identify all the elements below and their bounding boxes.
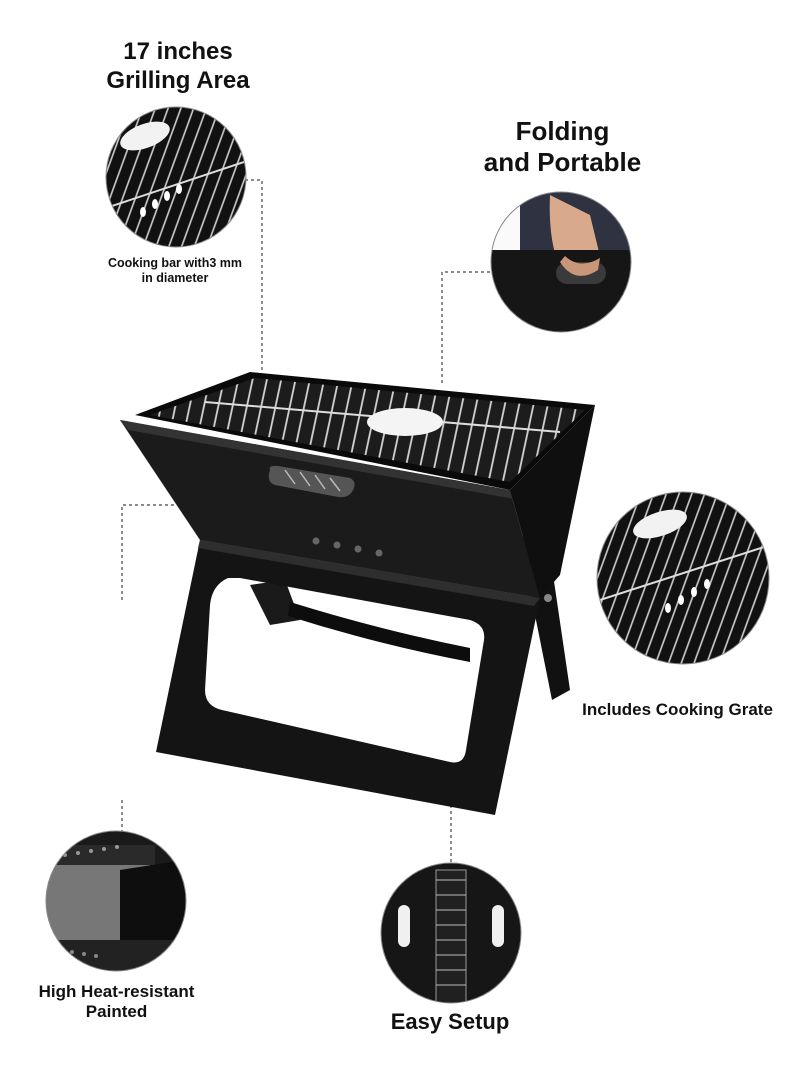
heat-line2: Painted (85, 1002, 148, 1022)
cooking-bar-line1: Cooking bar with3 mm (107, 256, 243, 270)
easy-setup-caption: Easy Setup (390, 1009, 510, 1034)
folding-line1: Folding (515, 116, 610, 146)
cooking-grate-closeup-icon (597, 492, 769, 664)
heat-line1: High Heat-resistant (38, 982, 195, 1001)
grilling-area-line1: 17 inches (123, 38, 233, 65)
folded-grill-icon (381, 863, 521, 1003)
grate-caption: Includes Cooking Grate (582, 700, 773, 719)
heat-caption: High Heat-resistant Painted (14, 982, 219, 1023)
grill-main (120, 372, 595, 815)
grill-grate-closeup-icon (106, 107, 246, 247)
grilling-area-title: 17 inches Grilling Area (78, 38, 278, 96)
grilling-area-line2: Grilling Area (106, 66, 250, 94)
heat-resistant-panel-icon (46, 831, 186, 971)
folding-line2: and Portable (483, 147, 642, 178)
cooking-bar-line2: in diameter (141, 271, 209, 285)
folding-title: Folding and Portable (450, 116, 675, 178)
cooking-bar-caption: Cooking bar with3 mm in diameter (90, 256, 260, 286)
hand-carrying-grill-icon (491, 192, 631, 332)
